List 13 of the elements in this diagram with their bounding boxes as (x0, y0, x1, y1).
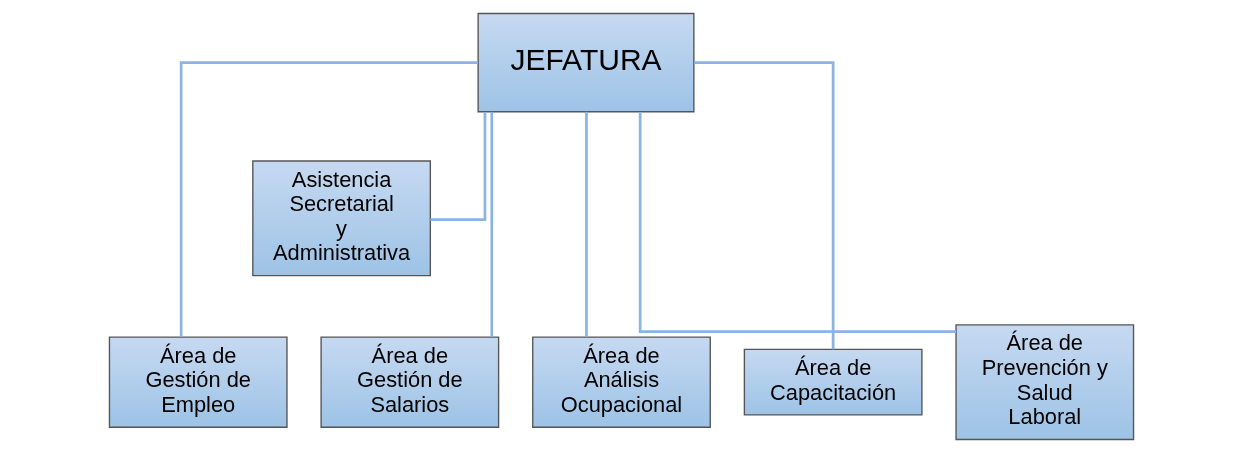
connector (694, 61, 835, 350)
connector (430, 111, 487, 222)
connector (638, 112, 956, 333)
node-box: Área de Gestión de Empleo (108, 336, 288, 428)
node-box: Asistencia Secretarial y Administrativa (252, 160, 432, 277)
node-box: Área de Capacitación (743, 348, 923, 416)
node-box: Área de Análisis Ocupacional (532, 336, 711, 428)
connector (490, 111, 494, 337)
node-box: JEFATURA (477, 12, 695, 113)
node-box: Área de Prevención y Salud Laboral (955, 324, 1135, 441)
node-box: Área de Gestión de Salarios (320, 336, 500, 428)
connector (585, 111, 588, 337)
connector (179, 61, 479, 338)
